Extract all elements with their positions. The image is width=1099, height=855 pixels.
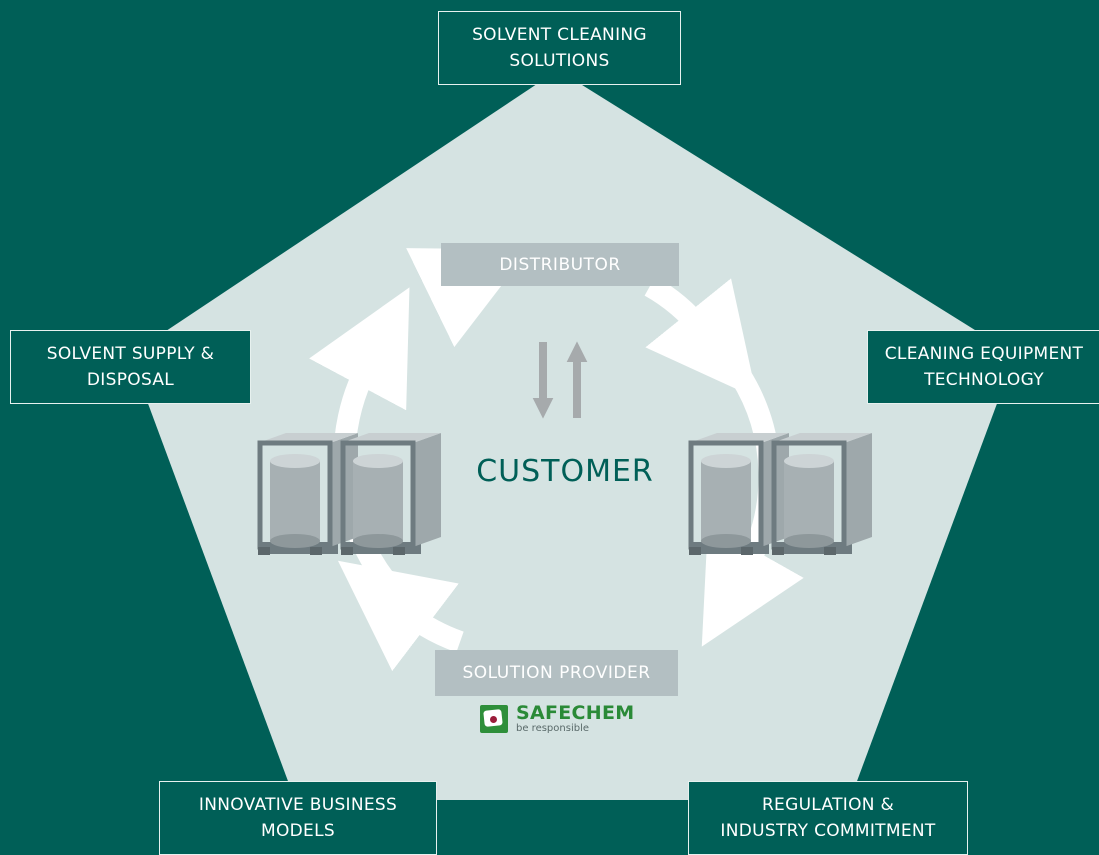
pillar-line-2: INDUSTRY COMMITMENT xyxy=(720,821,936,841)
pillar-solvent-supply-disposal: SOLVENT SUPPLY & DISPOSAL xyxy=(10,330,251,404)
role-distributor: DISTRIBUTOR xyxy=(441,243,679,286)
pillar-line-2: MODELS xyxy=(261,821,335,841)
cycle-arrow-bottom-left xyxy=(337,560,464,672)
pillar-line-1: INNOVATIVE BUSINESS xyxy=(198,795,398,815)
logo-tagline: be responsible xyxy=(516,723,590,734)
logo-name: SAFECHEM xyxy=(516,702,635,724)
pillar-line-1: SOLVENT CLEANING xyxy=(472,25,647,45)
pillar-innovative-business-models: INNOVATIVE BUSINESS MODELS xyxy=(159,781,437,855)
cycle-arrow-top-right xyxy=(644,276,758,399)
pillar-line-1: CLEANING EQUIPMENT xyxy=(884,344,1084,364)
safechem-logo-icon xyxy=(480,705,508,733)
pillar-regulation-industry-commitment: REGULATION & INDUSTRY COMMITMENT xyxy=(688,781,968,855)
pillar-line-2: TECHNOLOGY xyxy=(924,370,1044,390)
pillar-line-2: SOLUTIONS xyxy=(509,51,610,71)
pillar-cleaning-equipment-technology: CLEANING EQUIPMENT TECHNOLOGY xyxy=(867,330,1099,404)
pillar-solvent-cleaning-solutions: SOLVENT CLEANING SOLUTIONS xyxy=(438,11,681,85)
role-solution-provider: SOLUTION PROVIDER xyxy=(435,650,678,696)
customer-label: CUSTOMER xyxy=(476,454,654,489)
pillar-line-1: SOLVENT SUPPLY & xyxy=(46,344,215,364)
pillar-line-2: DISPOSAL xyxy=(86,370,175,390)
safechem-logo: SAFECHEM be responsible xyxy=(480,704,634,734)
cycle-arrow-top-left xyxy=(406,248,530,348)
pillar-line-1: REGULATION & xyxy=(761,795,895,815)
